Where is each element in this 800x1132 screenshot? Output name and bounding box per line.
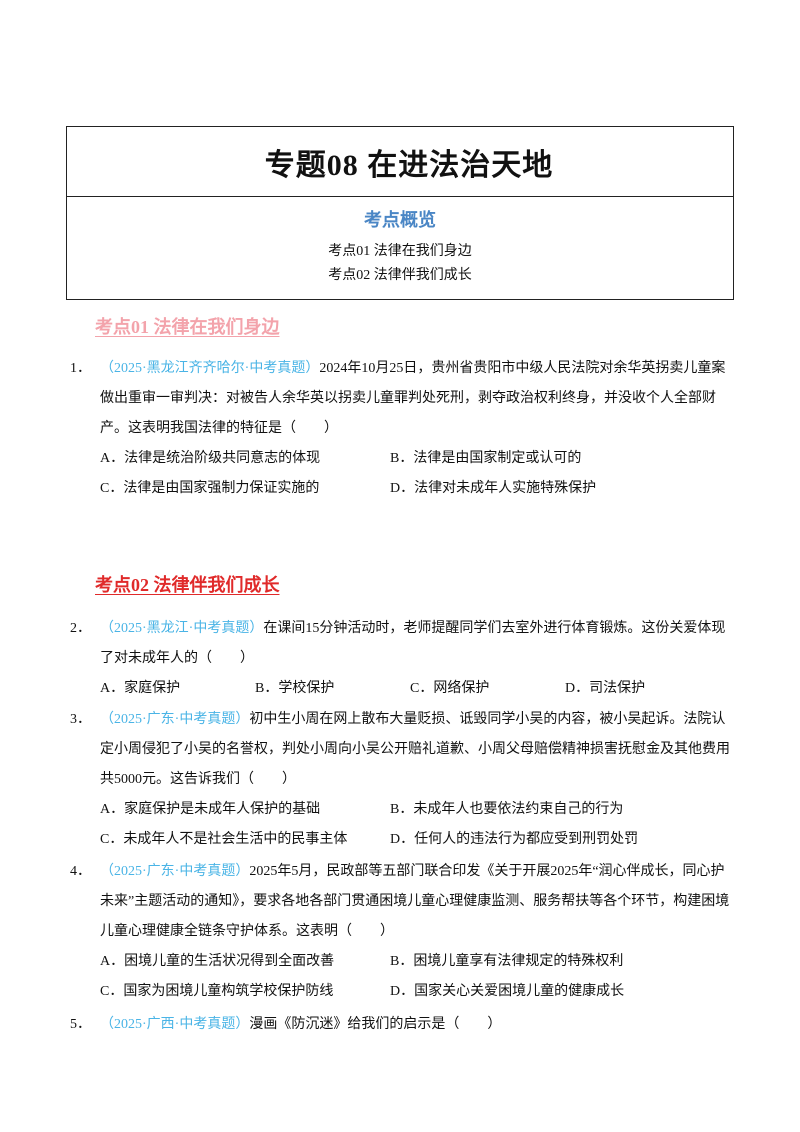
option-d: D．任何人的违法行为都应受到刑罚处罚 bbox=[390, 832, 639, 847]
option-b: B．困境儿童享有法律规定的特殊权利 bbox=[390, 954, 624, 969]
question-stem: （2025·广西·中考真题）漫画《防沉迷》给我们的启示是（ ） bbox=[100, 1010, 730, 1040]
question-source: （2025·广东·中考真题） bbox=[100, 712, 250, 727]
option-b: B．法律是由国家制定或认可的 bbox=[390, 451, 582, 466]
question-text: 漫画《防沉迷》给我们的启示是（ ） bbox=[249, 1017, 502, 1032]
question-number: 3． bbox=[70, 712, 91, 727]
question-source: （2025·广西·中考真题） bbox=[100, 1017, 250, 1032]
option-a: A．家庭保护是未成年人保护的基础 bbox=[100, 802, 321, 817]
question-number: 4． bbox=[70, 864, 91, 879]
option-d: D．国家关心关爱困境儿童的健康成长 bbox=[390, 984, 625, 999]
title-row: 专题08 在进法治天地 bbox=[67, 127, 733, 197]
options: A．困境儿童的生活状况得到全面改善 B．困境儿童享有法律规定的特殊权利 C．国家… bbox=[100, 947, 730, 1007]
question-stem: （2025·黑龙江齐齐哈尔·中考真题）2024年10月25日，贵州省贵阳市中级人… bbox=[100, 354, 730, 444]
question-stem: （2025·广东·中考真题）2025年5月，民政部等五部门联合印发《关于开展20… bbox=[100, 857, 730, 947]
option-c: C．国家为困境儿童构筑学校保护防线 bbox=[100, 984, 334, 999]
option-b: B．学校保护 bbox=[255, 681, 335, 696]
question-text: 初中生小周在网上散布大量贬损、诋毁同学小吴的内容，被小吴起诉。法院认定小周侵犯了… bbox=[100, 712, 730, 787]
question-stem: （2025·黑龙江·中考真题）在课间15分钟活动时，老师提醒同学们去室外进行体育… bbox=[100, 614, 730, 674]
question-number: 5． bbox=[70, 1017, 91, 1032]
option-c: C．法律是由国家强制力保证实施的 bbox=[100, 481, 320, 496]
option-a: A．困境儿童的生活状况得到全面改善 bbox=[100, 954, 335, 969]
question-source: （2025·黑龙江·中考真题） bbox=[100, 621, 264, 636]
option-a: A．法律是统治阶级共同意志的体现 bbox=[100, 451, 321, 466]
overview-heading: 考点概览 bbox=[364, 210, 436, 230]
question-4: 4． （2025·广东·中考真题）2025年5月，民政部等五部门联合印发《关于开… bbox=[70, 857, 730, 1007]
page-title: 专题08 在进法治天地 bbox=[264, 148, 554, 182]
question-2: 2． （2025·黑龙江·中考真题）在课间15分钟活动时，老师提醒同学们去室外进… bbox=[70, 614, 730, 704]
options: A．法律是统治阶级共同意志的体现 B．法律是由国家制定或认可的 C．法律是由国家… bbox=[100, 444, 730, 504]
section-heading-1: 考点01 法律在我们身边 bbox=[95, 317, 280, 337]
title-box: 专题08 在进法治天地 考点概览 考点01 法律在我们身边 考点02 法律伴我们… bbox=[66, 126, 734, 300]
option-c: C．未成年人不是社会生活中的民事主体 bbox=[100, 832, 348, 847]
question-source: （2025·广东·中考真题） bbox=[100, 864, 250, 879]
overview-panel: 考点概览 考点01 法律在我们身边 考点02 法律伴我们成长 bbox=[67, 197, 733, 288]
options: A．家庭保护是未成年人保护的基础 B．未成年人也要依法约束自己的行为 C．未成年… bbox=[100, 795, 730, 855]
option-a: A．家庭保护 bbox=[100, 681, 181, 696]
question-1: 1． （2025·黑龙江齐齐哈尔·中考真题）2024年10月25日，贵州省贵阳市… bbox=[70, 354, 730, 504]
question-source: （2025·黑龙江齐齐哈尔·中考真题） bbox=[100, 361, 320, 376]
question-text: 2025年5月，民政部等五部门联合印发《关于开展2025年“润心伴成长，同心护未… bbox=[100, 864, 730, 939]
overview-item: 考点01 法律在我们身边 bbox=[328, 244, 472, 259]
question-number: 1． bbox=[70, 361, 91, 376]
option-d: D．法律对未成年人实施特殊保护 bbox=[390, 481, 597, 496]
overview-item: 考点02 法律伴我们成长 bbox=[328, 268, 472, 283]
option-c: C．网络保护 bbox=[410, 681, 490, 696]
question-text: 在课间15分钟活动时，老师提醒同学们去室外进行体育锻炼。这份关爱体现了对未成年人… bbox=[100, 621, 726, 666]
question-text: 2024年10月25日，贵州省贵阳市中级人民法院对余华英拐卖儿童案做出重审一审判… bbox=[100, 361, 726, 436]
section-heading-2: 考点02 法律伴我们成长 bbox=[95, 575, 280, 595]
options: A．家庭保护 B．学校保护 C．网络保护 D．司法保护 bbox=[100, 674, 730, 704]
question-stem: （2025·广东·中考真题）初中生小周在网上散布大量贬损、诋毁同学小吴的内容，被… bbox=[100, 705, 730, 795]
option-d: D．司法保护 bbox=[565, 681, 646, 696]
question-number: 2． bbox=[70, 621, 91, 636]
question-3: 3． （2025·广东·中考真题）初中生小周在网上散布大量贬损、诋毁同学小吴的内… bbox=[70, 705, 730, 855]
question-5: 5． （2025·广西·中考真题）漫画《防沉迷》给我们的启示是（ ） bbox=[70, 1010, 730, 1040]
option-b: B．未成年人也要依法约束自己的行为 bbox=[390, 802, 624, 817]
